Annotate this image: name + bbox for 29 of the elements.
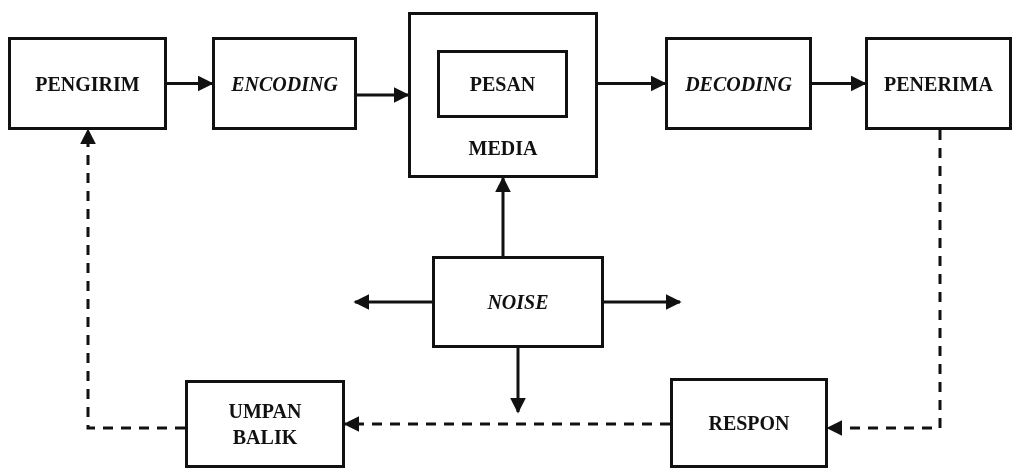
- arrow: [167, 75, 214, 92]
- box-label: UMPAN BALIK: [227, 399, 303, 450]
- box-label: RESPON: [708, 411, 790, 436]
- arrow: [357, 87, 410, 103]
- media-box: [408, 12, 598, 178]
- process-box: [212, 37, 357, 130]
- arrow: [598, 75, 667, 92]
- process-box: [8, 37, 167, 130]
- arrow: [343, 416, 670, 432]
- box-label: ENCODING: [231, 71, 338, 97]
- process-box: [185, 380, 345, 468]
- arrow: [826, 130, 942, 436]
- box-label: PENGIRIM: [35, 71, 140, 97]
- process-box: [432, 256, 604, 348]
- direction-arrow: [510, 348, 526, 414]
- box-label: DECODING: [685, 71, 792, 97]
- process-box: [865, 37, 1012, 130]
- process-box: [665, 37, 812, 130]
- arrow: [80, 128, 185, 430]
- process-box: [670, 378, 828, 468]
- process-box: [437, 50, 568, 118]
- direction-arrow: [353, 294, 432, 310]
- box-label: NOISE: [487, 290, 549, 315]
- arrow: [495, 176, 511, 256]
- arrow: [812, 75, 867, 92]
- direction-arrow: [604, 294, 682, 310]
- box-label: PESAN: [469, 72, 536, 97]
- box-label: PENERIMA: [884, 71, 993, 97]
- box-label: MEDIA: [468, 136, 538, 161]
